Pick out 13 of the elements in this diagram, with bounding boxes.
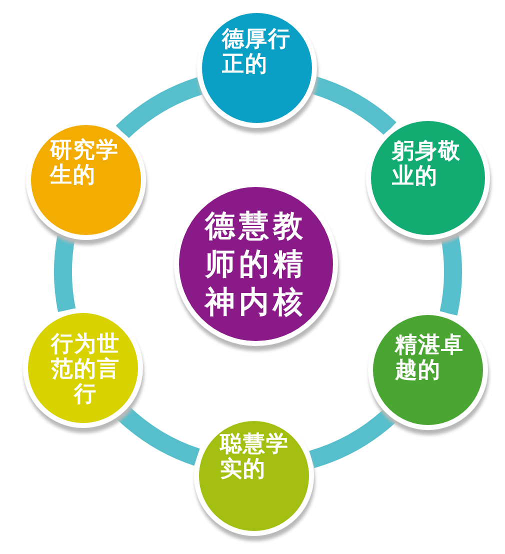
ring-segment [440,234,462,316]
circle-label: 聪慧学实的 [220,432,289,482]
circle-label: 精湛卓越的 [395,333,464,383]
ring-segment [308,409,396,468]
circle-label: 行为世范的言行 [51,332,120,407]
circle-label: 德厚行正的 [222,27,291,77]
ring-segment [117,406,200,466]
ring-segment [116,77,203,139]
circle-label: 德慧教师的精神内核 [205,208,307,322]
circle-label: 躬身敬业的 [392,139,461,189]
ring-segment [54,235,76,312]
ring-segment [311,76,396,136]
circle-label: 研究学生的 [50,138,119,188]
